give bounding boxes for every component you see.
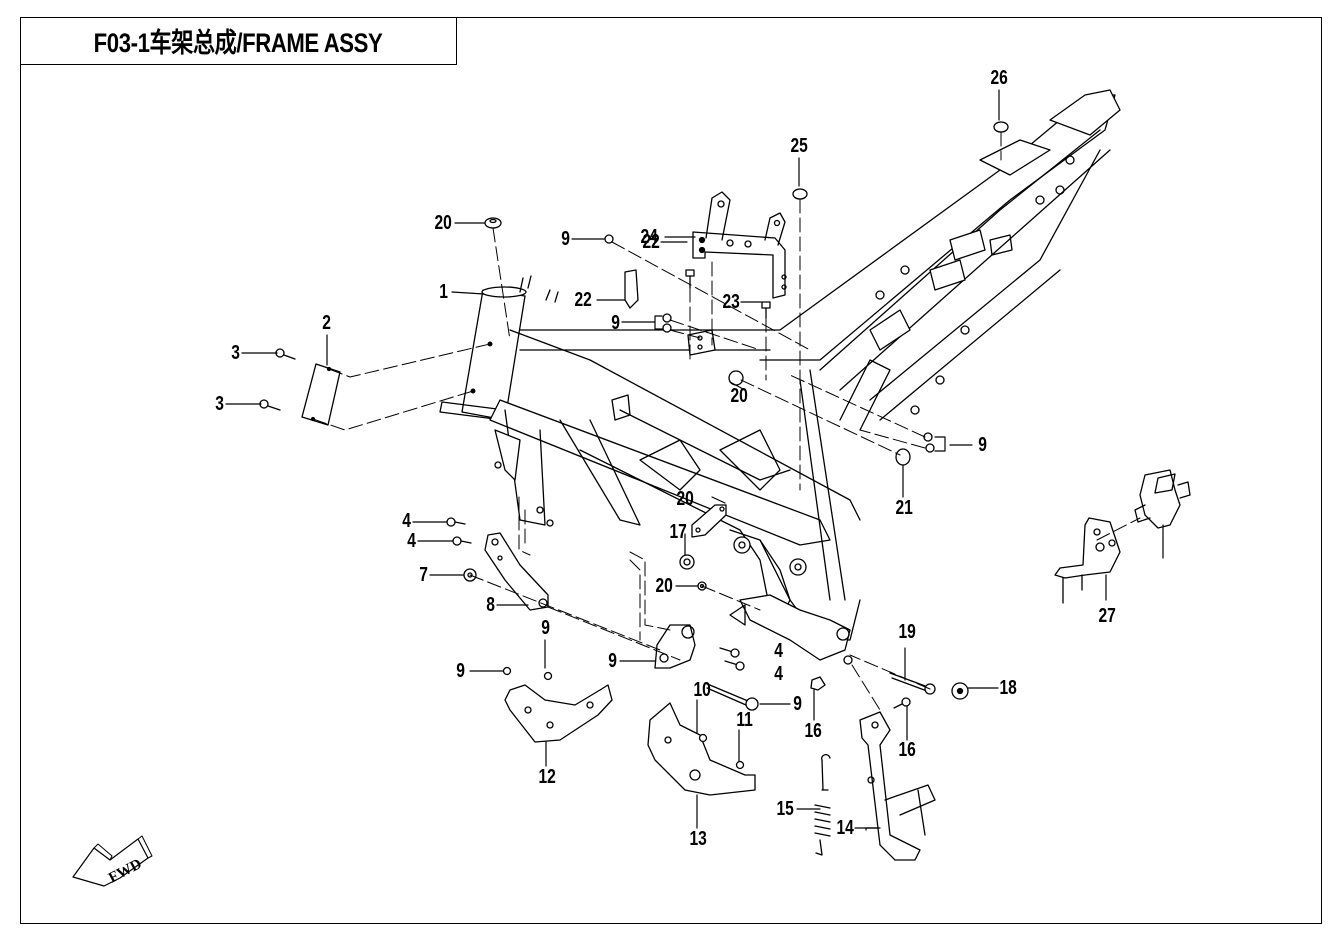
callout-16: 17	[669, 521, 687, 543]
assembly-lines	[312, 131, 1141, 711]
callout-7: 9	[608, 650, 617, 672]
callout-8: 9	[793, 693, 802, 715]
callout-19: 20	[676, 488, 694, 510]
callout-20: 21	[895, 497, 913, 519]
callout-12: 14	[836, 817, 854, 839]
callout-2: 2	[322, 312, 331, 334]
rubber-mount-shape	[792, 188, 808, 200]
callout-22: 23	[722, 291, 740, 313]
callout-25: 26	[990, 67, 1008, 89]
callout-17: 19	[898, 621, 916, 643]
callout-5: 7	[419, 564, 428, 586]
frame-body-drawing	[439, 89, 1121, 665]
callout-13: 15	[776, 798, 794, 820]
forward-arrow-icon: FWD	[72, 835, 153, 887]
callout-21: 22	[574, 289, 592, 311]
callout-4: 4	[774, 640, 783, 662]
callout-9: 9	[561, 228, 570, 250]
callout-20: 20	[730, 385, 748, 407]
callout-9: 9	[456, 660, 465, 682]
drawing-border	[20, 17, 1322, 924]
callout-3: 3	[231, 342, 240, 364]
callout-9: 11	[736, 709, 753, 731]
callout-15: 16	[898, 739, 916, 761]
callout-4: 4	[402, 510, 411, 532]
callout-9: 9	[978, 434, 987, 456]
callout-14: 16	[804, 720, 822, 742]
callout-9: 10	[693, 679, 711, 701]
callout-1: 1	[439, 281, 448, 303]
callout-6: 8	[486, 594, 495, 616]
callout-24: 25	[790, 135, 808, 157]
callout-9: 9	[611, 312, 620, 334]
callout-9: 9	[541, 617, 550, 639]
small-parts	[259, 121, 1191, 861]
page-title: F03-1车架总成/FRAME ASSY	[93, 28, 383, 58]
seat-rubber-shape	[993, 121, 1009, 133]
callout-16: 18	[999, 677, 1017, 699]
callout-23: 24	[640, 226, 658, 248]
leader-lines	[225, 89, 1164, 831]
callout-26: 27	[1098, 605, 1116, 627]
callout-4: 4	[774, 663, 783, 685]
callout-22: 22	[642, 231, 660, 253]
callout-3: 3	[215, 393, 224, 415]
callout-10: 12	[538, 766, 556, 788]
title-box: F03-1车架总成/FRAME ASSY	[20, 17, 457, 65]
callout-20: 20	[434, 212, 452, 234]
callout-4: 4	[407, 530, 416, 552]
callout-11: 13	[689, 828, 707, 850]
callout-18: 20	[655, 575, 673, 597]
